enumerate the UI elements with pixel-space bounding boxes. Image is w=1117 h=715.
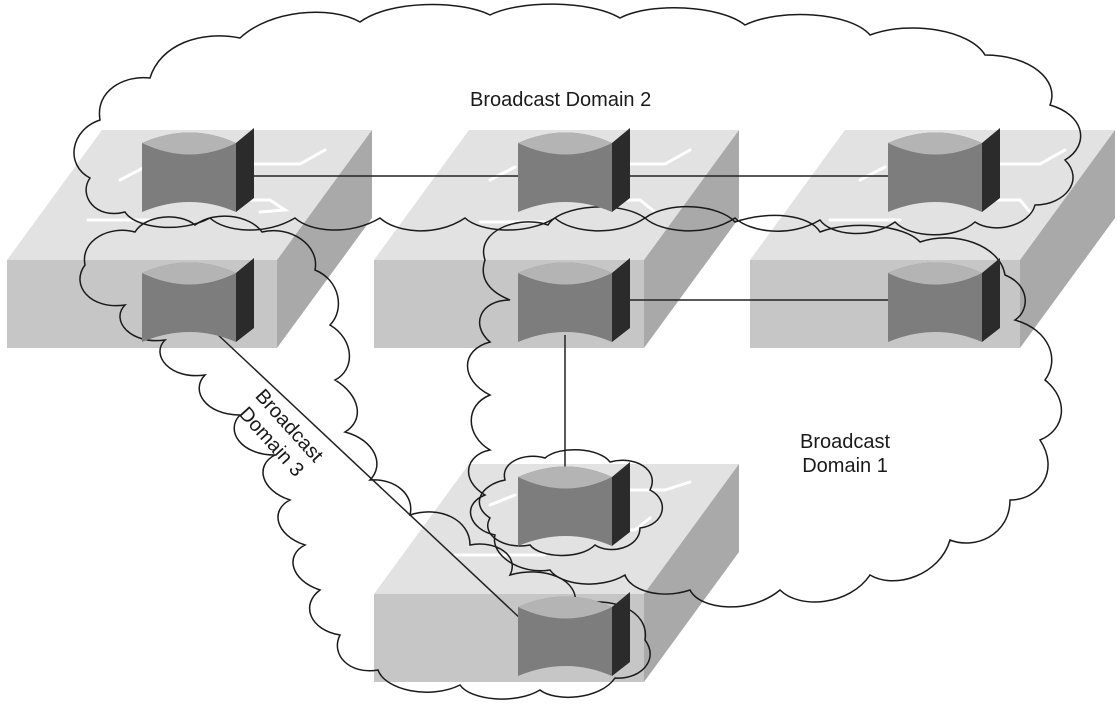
broadcast-domain-1-label-line2: Domain 1	[802, 455, 888, 477]
bottom-switch-cloud-small	[478, 448, 664, 557]
broadcast-domain-2-label: Broadcast Domain 2	[470, 89, 652, 111]
broadcast-domain-1-cloud	[466, 205, 1062, 608]
broadcast-domain-2-cloud	[73, 3, 1082, 236]
broadcast-domain-1-label: Broadcast Domain 1	[800, 430, 890, 478]
broadcast-domain-1-label-line1: Broadcast	[800, 431, 891, 453]
broadcast-domain-3-cloud	[79, 215, 651, 700]
